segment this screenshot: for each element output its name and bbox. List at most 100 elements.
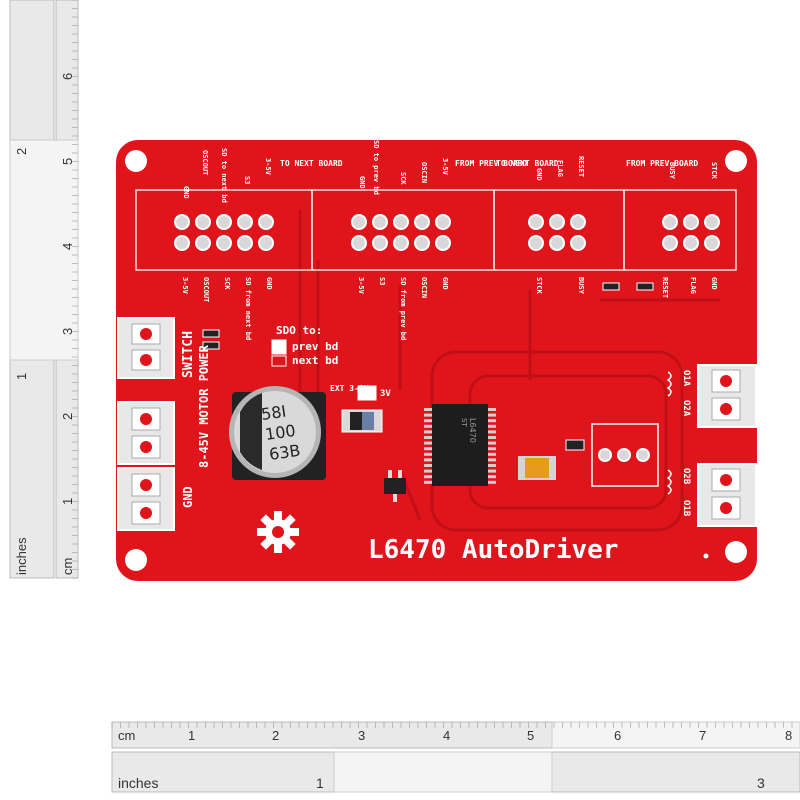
chip-pin <box>424 480 432 484</box>
left-cm-2: 2 <box>60 413 75 420</box>
pin-label: 3-5V <box>441 158 449 176</box>
pin-label: S3 <box>243 176 251 184</box>
output-b-terminal <box>697 463 757 527</box>
board-title: L6470 AutoDriver <box>368 535 618 565</box>
pin-label: OSCOUT <box>202 277 210 302</box>
bottom-cm-3: 3 <box>358 728 365 743</box>
output-label: O1B <box>681 500 691 517</box>
pin-label: OSCIN <box>420 162 428 183</box>
chip-pin <box>424 413 432 417</box>
pin-label: GND <box>265 277 273 290</box>
pin-label: GND <box>358 176 366 189</box>
left-cm-4: 4 <box>60 243 75 250</box>
bottom-cm-6: 6 <box>614 728 621 743</box>
chip-text-2: ST <box>460 418 468 427</box>
bottom-inches-label: inches <box>118 775 158 791</box>
chip-pin <box>424 464 432 467</box>
output-label: O2B <box>681 468 691 485</box>
chip-pin <box>488 447 496 451</box>
header-caption: TO NEXT BOARD <box>280 159 343 168</box>
cap-text-1: 58I <box>260 402 287 424</box>
pin-label: SD to prev bd <box>372 140 380 195</box>
chip-pin <box>488 424 496 428</box>
bottom-cm-1: 1 <box>188 728 195 743</box>
bottom-cm-4: 4 <box>443 728 450 743</box>
ext-3v-label: 3V <box>380 389 391 399</box>
electrolytic-capacitor: 58I 100 63B <box>229 386 326 480</box>
transistor <box>384 470 406 502</box>
pin-label: RESET <box>661 277 669 298</box>
chip-pin <box>488 419 496 423</box>
pcb-board: GND OSCOUT SD to next bd S3 3-5V TO NEXT… <box>116 140 757 581</box>
cap-text-3: 63B <box>268 441 302 464</box>
chip-pin <box>424 424 432 428</box>
left-ruler: cm inches 1 2 3 4 5 6 1 2 <box>9 0 79 579</box>
chip-pin <box>424 475 432 479</box>
driver-chip: L6470 ST <box>424 404 496 486</box>
chip-text-1: L6470 <box>468 418 477 443</box>
chip-pin <box>424 469 432 473</box>
chip-pin <box>488 458 496 462</box>
chip-pin <box>424 441 432 445</box>
gnd-terminal <box>117 467 175 531</box>
left-inch-1: 1 <box>14 373 29 380</box>
chip-pin <box>488 413 496 417</box>
power-label: 8-45V MOTOR POWER <box>197 344 211 468</box>
bottom-cm-8: 8 <box>785 728 792 743</box>
bottom-cm-5: 5 <box>527 728 534 743</box>
bottom-cm-7: 7 <box>699 728 706 743</box>
mounting-hole <box>125 150 147 172</box>
left-cm-1: 1 <box>60 498 75 505</box>
gear-logo-icon <box>257 511 299 553</box>
left-cm-6: 6 <box>60 73 75 80</box>
left-cm-5: 5 <box>60 158 75 165</box>
pin-label: GND <box>710 277 718 290</box>
pin-label: S3 <box>378 277 386 285</box>
pin-label: STCK <box>535 277 543 295</box>
bottom-cm-2: 2 <box>272 728 279 743</box>
header-group-3-labels: GND FLAG RESET TO NEXT BOARD STCK BUSY <box>496 156 585 295</box>
pin-label: 3-5V <box>357 277 365 295</box>
header-outlines <box>135 189 737 271</box>
left-cm-label: cm <box>60 558 75 575</box>
header-group-4-labels: BUSY STCK FROM PREV BOARD RESET FLAG GND <box>626 159 718 298</box>
sdo-option-prev: prev bd <box>292 340 338 353</box>
header-pins <box>174 214 720 251</box>
pin-label: STCK <box>710 162 718 180</box>
pin-label: 3-5V <box>264 158 272 176</box>
pin-label: RESET <box>577 156 585 177</box>
chip-pin <box>424 436 432 439</box>
chip-pin <box>488 436 496 439</box>
coil-symbol <box>666 469 672 495</box>
output-label: O2A <box>681 400 691 417</box>
pin-label: SCK <box>399 172 407 185</box>
pin-label: SD from prev bd <box>399 277 407 340</box>
header-group-2-labels: GND SD to prev bd SCK OSCIN 3-5V FROM PR… <box>357 140 527 340</box>
pin-label: OSCIN <box>420 277 428 298</box>
left-cm-3: 3 <box>60 328 75 335</box>
pin-label: GND <box>441 277 449 290</box>
right-smd-parts <box>518 423 659 487</box>
switch-terminal <box>117 317 175 379</box>
pin-label: GND <box>535 168 543 181</box>
cap-text-2: 100 <box>264 421 297 444</box>
output-label: O1A <box>681 370 691 387</box>
mounting-hole <box>725 541 747 563</box>
chip-pin <box>424 419 432 423</box>
gnd-label: GND <box>181 486 195 508</box>
pin-label: SD from next bd <box>244 277 252 340</box>
pin-label: SD to next bd <box>220 148 228 203</box>
header-caption: FROM PREV BOARD <box>455 159 527 168</box>
pin-label: FLAG <box>556 160 564 177</box>
chip-pin <box>488 475 496 479</box>
chip-pin <box>424 452 432 456</box>
pin-label: GND <box>182 186 190 199</box>
left-inches-label: inches <box>14 537 29 575</box>
pin-label: SCK <box>223 277 231 290</box>
ext-label: EXT 3-5V <box>330 384 369 393</box>
pin-label: BUSY <box>668 162 676 180</box>
chip-pin <box>488 408 496 411</box>
pin-label: BUSY <box>577 277 585 295</box>
bottom-ruler: cm inches 1 2 3 4 5 6 7 8 1 3 <box>111 721 800 793</box>
